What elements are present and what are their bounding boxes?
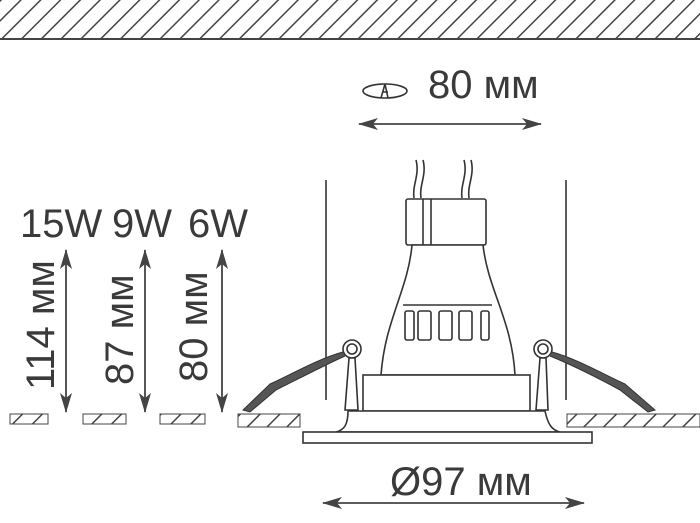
cutout-label: 80 мм bbox=[428, 63, 539, 107]
height-15w: 114 мм bbox=[19, 260, 63, 390]
ceiling-hatch bbox=[0, 0, 700, 40]
ceiling-panel bbox=[9, 413, 700, 428]
diameter-label: Ø97 мм bbox=[390, 460, 532, 504]
wattage-6w: 6W bbox=[188, 202, 248, 246]
height-6w: 80 мм bbox=[172, 271, 216, 382]
downlight-drawing bbox=[242, 159, 657, 444]
wattage-15w: 15W bbox=[20, 202, 102, 246]
cutout-icon bbox=[362, 83, 408, 99]
height-9w: 87 мм bbox=[98, 274, 142, 385]
wattage-9w: 9W bbox=[112, 202, 172, 246]
